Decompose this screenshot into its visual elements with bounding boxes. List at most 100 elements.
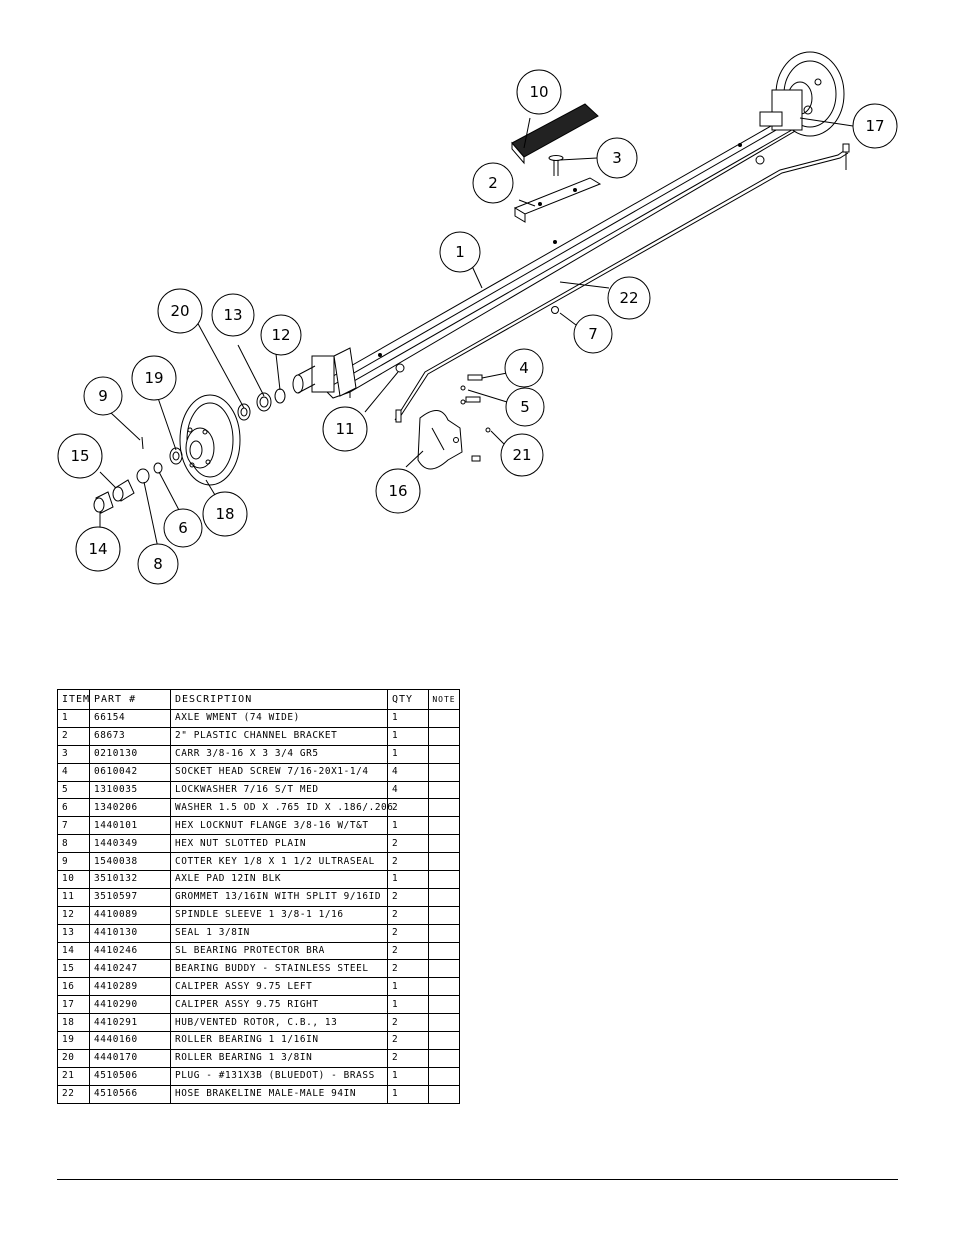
cell-part-number: 4510506 [89,1066,171,1086]
header-qty: QTY [387,689,429,710]
cell-part-number: 4410290 [89,995,171,1015]
cell-note [428,852,460,872]
cell-qty: 1 [387,816,429,836]
callout-19: 19 [144,369,163,387]
callout-balloon-5 [505,387,545,427]
cell-description: SPINDLE SLEEVE 1 3/8-1 1/16 [170,905,388,925]
right-hub-rotor [759,51,845,137]
cell-qty: 2 [387,1013,429,1033]
cell-item: 13 [57,923,90,943]
cell-qty: 1 [387,1084,429,1104]
cell-description: GROMMET 13/16IN WITH SPLIT 9/16ID [170,887,388,907]
cell-description: PLUG - #131X3B (BLUEDOT) - BRASS [170,1066,388,1086]
cell-part-number: 1340206 [89,798,171,818]
cell-note [428,887,460,907]
cell-qty: 2 [387,923,429,943]
cell-qty: 2 [387,834,429,854]
cell-note [428,905,460,925]
cell-item: 1 [57,709,90,728]
cell-note [428,798,460,818]
callout-balloon-3 [596,137,638,179]
cell-description: CALIPER ASSY 9.75 LEFT [170,977,388,997]
cell-part-number: 1310035 [89,780,171,800]
cell-qty: 2 [387,941,429,961]
cell-qty: 2 [387,905,429,925]
callout-balloon-2 [472,162,514,204]
cell-item: 7 [57,816,90,836]
table-header-row: ITEM PART # DESCRIPTION QTY NOTE [57,689,460,710]
cell-part-number: 4440160 [89,1031,171,1050]
cell-item: 4 [57,762,90,782]
cell-description: SL BEARING PROTECTOR BRA [170,941,388,961]
callout-17: 17 [865,117,884,135]
caliper-left [417,410,463,470]
cell-note [428,726,460,746]
callout-balloon-15 [57,433,103,479]
cell-item: 14 [57,941,90,961]
cell-item: 20 [57,1048,90,1068]
cell-item: 12 [57,905,90,925]
cell-note [428,834,460,854]
axle-tube [292,117,804,399]
cell-qty: 1 [387,870,429,889]
callout-5: 5 [520,398,530,416]
cell-part-number: 4410291 [89,1013,171,1033]
callout-10: 10 [529,83,548,101]
cell-part-number: 4410289 [89,977,171,997]
cell-part-number: 0610042 [89,762,171,782]
cell-note [428,1066,460,1086]
cell-item: 22 [57,1084,90,1104]
cell-description: HEX NUT SLOTTED PLAIN [170,834,388,854]
cell-part-number: 3510597 [89,887,171,907]
cell-note [428,870,460,889]
left-hub-rotor [179,394,241,486]
cell-qty: 1 [387,995,429,1015]
cell-description: AXLE PAD 12IN BLK [170,870,388,889]
cell-qty: 4 [387,780,429,800]
cell-description: HEX LOCKNUT FLANGE 3/8-16 W/T&T [170,816,388,836]
cell-description: AXLE WMENT (74 WIDE) [170,709,388,728]
cell-note [428,1013,460,1033]
cell-description: ROLLER BEARING 1 1/16IN [170,1031,388,1050]
callout-balloon-17 [852,103,898,149]
header-note: NOTE [428,689,460,710]
callout-22: 22 [619,289,638,307]
cell-item: 17 [57,995,90,1015]
cell-description: 2" PLASTIC CHANNEL BRACKET [170,726,388,746]
callout-balloon-20 [157,288,203,334]
callout-balloon-1 [439,231,481,273]
cell-qty: 2 [387,887,429,907]
cell-part-number: 4410089 [89,905,171,925]
callout-14: 14 [88,540,107,558]
callout-balloon-13 [211,293,255,337]
bearings-seals [136,388,286,484]
cell-item: 2 [57,726,90,746]
cell-note [428,744,460,764]
cell-item: 19 [57,1031,90,1050]
cell-description: SOCKET HEAD SCREW 7/16-20X1-1/4 [170,762,388,782]
callout-balloon-21 [500,433,544,477]
brakeline-hose [394,143,850,423]
cell-note [428,780,460,800]
cell-item: 18 [57,1013,90,1033]
callout-1: 1 [455,243,465,261]
cell-description: HOSE BRAKELINE MALE-MALE 94IN [170,1084,388,1104]
cell-note [428,1048,460,1068]
cell-description: COTTER KEY 1/8 X 1 1/2 ULTRASEAL [170,852,388,872]
callout-balloon-7 [573,314,613,354]
callout-balloon-4 [504,348,544,388]
callout-balloon-11 [322,406,368,452]
callout-balloon-8 [137,543,179,585]
cell-note [428,709,460,728]
footer-rule [57,1179,898,1180]
